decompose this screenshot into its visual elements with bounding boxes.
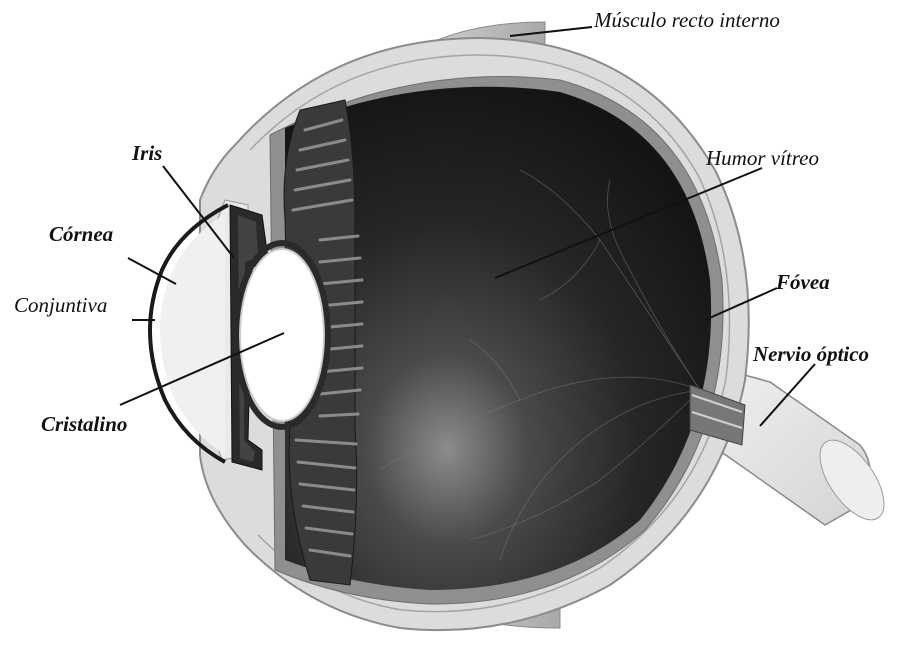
label-cristalino: Cristalino [41, 414, 127, 435]
label-cornea: Córnea [49, 224, 113, 245]
label-musculo-recto-interno: Músculo recto interno [594, 10, 780, 31]
label-nervio-optico: Nervio óptico [753, 344, 869, 365]
label-fovea: Fóvea [776, 272, 830, 293]
leader-cornea [128, 258, 176, 284]
label-iris: Iris [132, 143, 162, 164]
lens [240, 249, 324, 421]
label-conjuntiva: Conjuntiva [14, 295, 107, 316]
label-humor-vitreo: Humor vítreo [706, 148, 819, 169]
